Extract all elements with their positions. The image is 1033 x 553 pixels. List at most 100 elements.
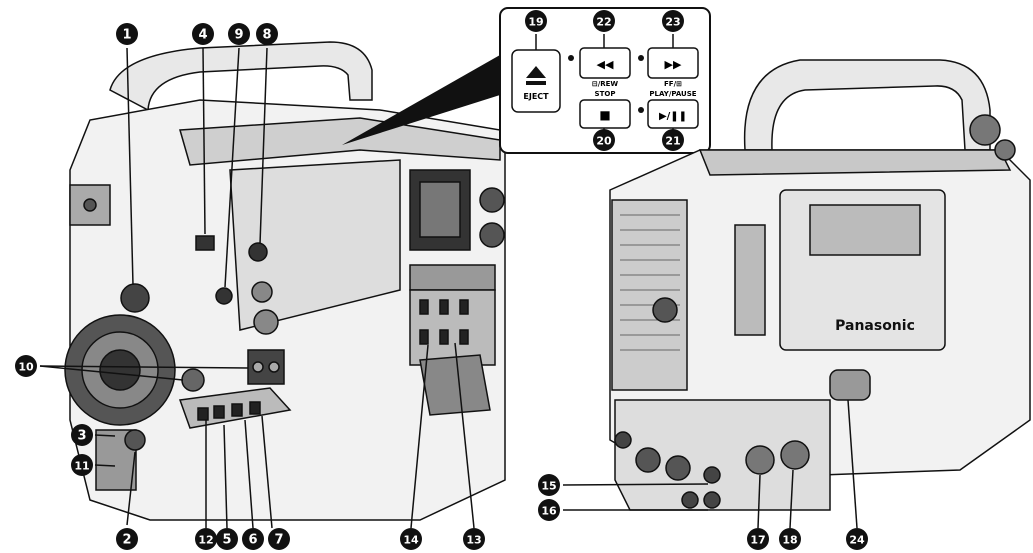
callout-badge-9: [228, 23, 250, 45]
callout-number-10: 10: [18, 361, 34, 374]
callout-24: 24: [846, 528, 868, 550]
callout-number-9: 9: [234, 28, 243, 43]
callout-number-20: 20: [596, 135, 612, 148]
callout-7: 7: [268, 528, 290, 550]
callout-badge-2: [116, 528, 138, 550]
callout-20: 20: [593, 129, 615, 151]
callout-badge-20: [593, 129, 615, 151]
callout-badge-3: [71, 424, 93, 446]
inset-pointer: [342, 55, 500, 145]
callout-badge-8: [256, 23, 278, 45]
callout-23: 23: [662, 10, 684, 32]
rewind-icon: ◀◀: [597, 58, 614, 71]
callout-15: 15: [538, 474, 560, 496]
callout-badge-22: [593, 10, 615, 32]
camera-left-side-panel: [229, 159, 401, 331]
callout-badge-10: [15, 355, 37, 377]
callout-badge-11: [71, 454, 93, 476]
callout-3: 3: [71, 424, 93, 446]
callout-21: 21: [662, 129, 684, 151]
camera-right-handle: [743, 59, 991, 151]
callout-badge-14: [400, 528, 422, 550]
callout-18: 18: [779, 528, 801, 550]
callout-badge-4: [192, 23, 214, 45]
callout-number-19: 19: [528, 16, 543, 29]
callout-13: 13: [463, 528, 485, 550]
callout-number-6: 6: [248, 533, 257, 548]
callout-number-1: 1: [122, 28, 131, 43]
rew-button[interactable]: [579, 47, 631, 79]
callout-number-8: 8: [262, 28, 271, 43]
camera-left: [64, 41, 506, 521]
callout-19: 19: [525, 10, 547, 32]
callout-number-14: 14: [403, 534, 419, 547]
callout-2: 2: [116, 528, 138, 550]
callout-badge-12: [195, 528, 217, 550]
callout-12: 12: [195, 528, 217, 550]
callout-number-18: 18: [782, 534, 797, 547]
callout-badge-19: [525, 10, 547, 32]
callout-number-12: 12: [198, 534, 213, 547]
callout-badge-5: [216, 528, 238, 550]
rew-label: ⊟/REW: [592, 80, 619, 88]
callout-number-21: 21: [665, 135, 680, 148]
callout-11: 11: [71, 454, 93, 476]
callout-5: 5: [216, 528, 238, 550]
callout-14: 14: [400, 528, 422, 550]
fast-forward-icon: ▶▶: [665, 58, 682, 71]
play-pause-label: PLAY/PAUSE: [649, 90, 696, 98]
callout-badge-7: [268, 528, 290, 550]
callout-badge-17: [747, 528, 769, 550]
callout-number-2: 2: [122, 533, 131, 548]
callout-badge-6: [242, 528, 264, 550]
callout-number-3: 3: [77, 429, 86, 444]
eject-label: EJECT: [523, 92, 549, 101]
callout-number-23: 23: [665, 16, 680, 29]
callout-badge-15: [538, 474, 560, 496]
callout-number-7: 7: [274, 533, 283, 548]
callout-badge-13: [463, 528, 485, 550]
callout-number-17: 17: [750, 534, 765, 547]
stop-label: STOP: [595, 90, 616, 98]
callout-number-13: 13: [466, 534, 481, 547]
brand-label: Panasonic: [835, 318, 915, 334]
leader-lines: [39, 34, 858, 529]
stop-button[interactable]: [579, 99, 631, 129]
callout-badge-18: [779, 528, 801, 550]
callout-number-4: 4: [198, 28, 207, 43]
camera-right: Panasonic: [609, 59, 1031, 511]
callout-number-16: 16: [541, 505, 557, 518]
callout-badge-24: [846, 528, 868, 550]
eject-icon: [526, 66, 546, 78]
callout-badge-1: [116, 23, 138, 45]
callout-6: 6: [242, 528, 264, 550]
callout-number-24: 24: [849, 534, 865, 547]
stop-icon: ■: [599, 108, 610, 122]
callout-number-22: 22: [596, 16, 611, 29]
battery-mount: [611, 199, 688, 391]
camera-left-handle: [109, 41, 373, 112]
callout-badge-23: [662, 10, 684, 32]
knob-1: [120, 283, 150, 313]
connector-panel: [614, 399, 831, 511]
callout-10: 10: [15, 355, 37, 377]
callout-badge-16: [538, 499, 560, 521]
callout-9: 9: [228, 23, 250, 45]
callout-badge-21: [662, 129, 684, 151]
camera-left-top-panel: [179, 117, 501, 166]
callout-16: 16: [538, 499, 560, 521]
callout-1: 1: [116, 23, 138, 45]
callout-number-11: 11: [74, 460, 89, 473]
callout-number-15: 15: [541, 480, 556, 493]
callout-number-5: 5: [222, 533, 231, 548]
inset-controls: EJECT ◀◀ ⊟/REW ▶▶ FF/⊞ STOP ■ PLAY/PAUSE…: [499, 7, 711, 154]
callout-17: 17: [747, 528, 769, 550]
ff-label: FF/⊞: [664, 80, 682, 88]
callout-22: 22: [593, 10, 615, 32]
callout-4: 4: [192, 23, 214, 45]
play-pause-icon: ▶/❚❚: [659, 111, 687, 122]
callout-8: 8: [256, 23, 278, 45]
